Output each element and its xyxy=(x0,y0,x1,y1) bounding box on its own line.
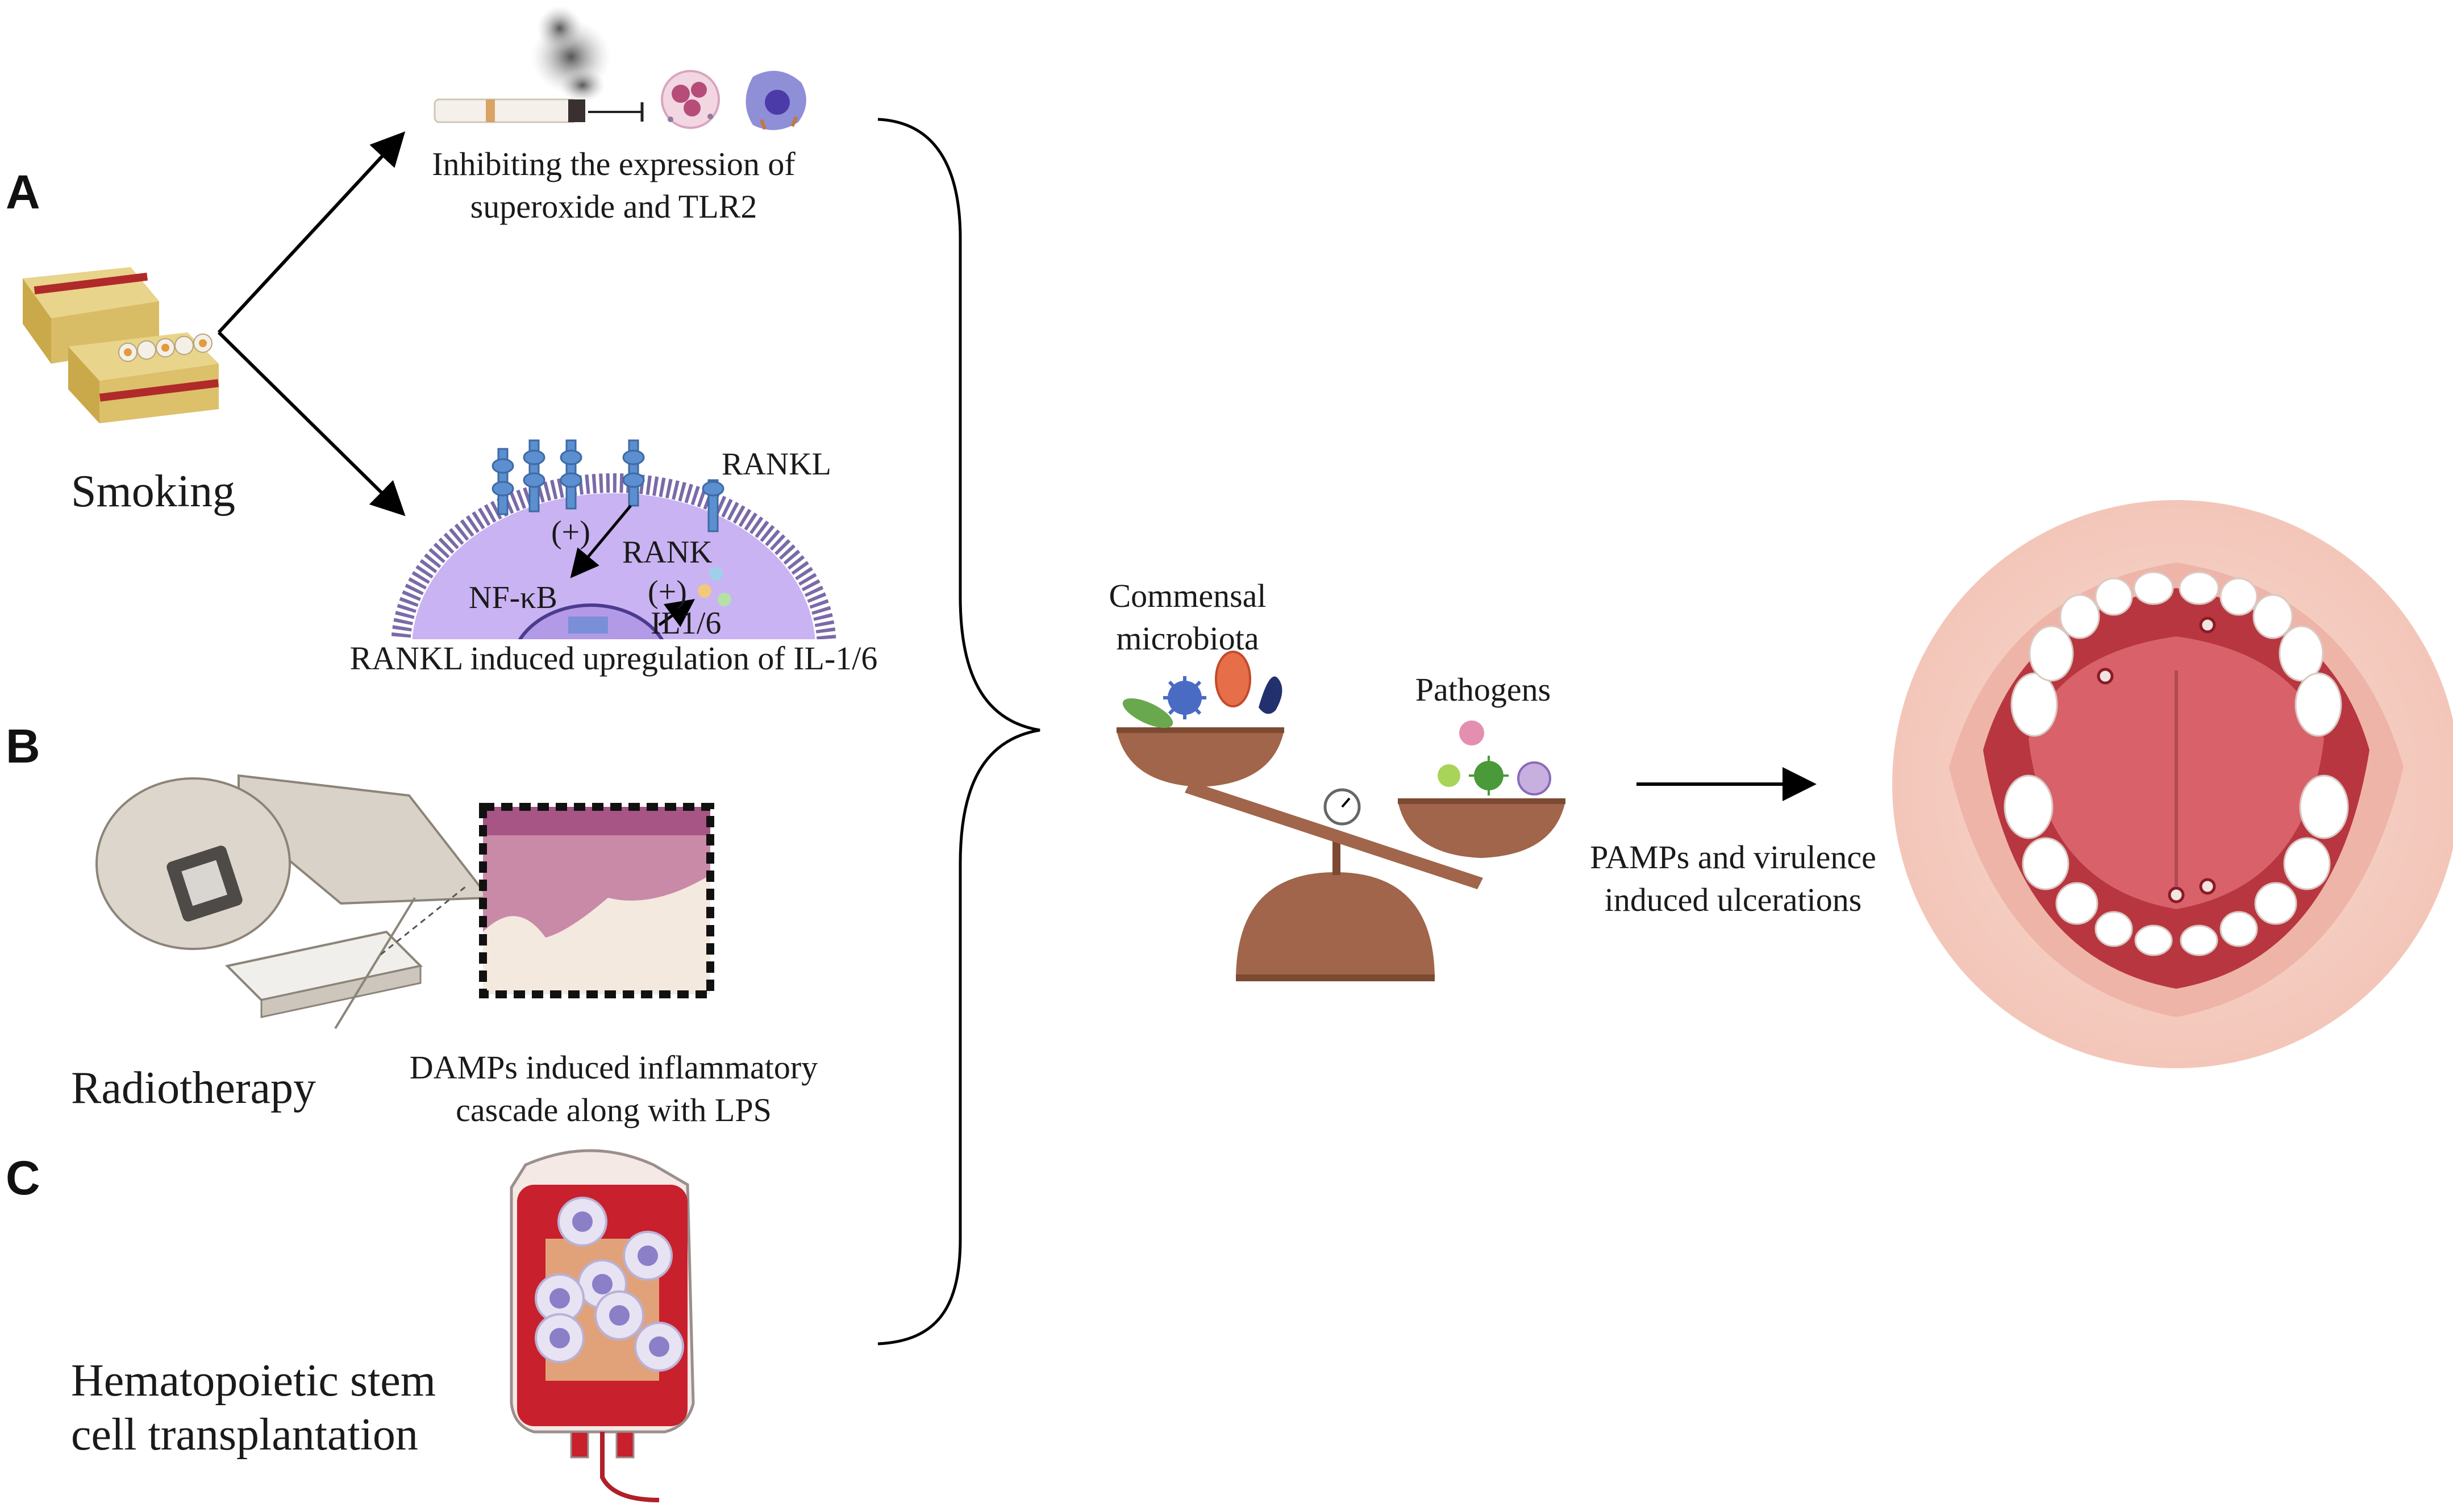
damps-line2: cascade along with LPS xyxy=(456,1092,772,1128)
neutrophil-icon xyxy=(661,70,720,129)
arrow-to-rankl xyxy=(217,331,406,517)
il16-label: IL1/6 xyxy=(651,606,722,641)
damps-line1: DAMPs induced inflammatory xyxy=(409,1049,818,1086)
rank-label: RANK xyxy=(622,535,713,570)
upper-teeth-icon xyxy=(2010,571,2342,737)
commensal-label-line1: Commensal xyxy=(1109,577,1267,614)
panel-label-c: C xyxy=(6,1151,40,1205)
rank-receptor-icon xyxy=(492,439,724,532)
panel-label-a: A xyxy=(6,165,40,219)
osteoclast-precursor-cell xyxy=(391,439,836,639)
immune-suppression-line2: superoxide and TLR2 xyxy=(470,188,757,225)
nfkb-label: NF-κB xyxy=(469,580,557,615)
rankl-caption: RANKL induced upregulation of IL-1/6 xyxy=(349,640,878,677)
pathogen-icons xyxy=(1438,720,1551,795)
commensal-label-line2: microbiota xyxy=(1116,620,1259,657)
hsct-label-line1: Hematopoietic stem xyxy=(71,1356,436,1406)
oral-ulceration-mouth-icon xyxy=(1892,500,2453,1068)
cigarette-icon xyxy=(434,6,644,123)
hsct-label-line2: cell transplantation xyxy=(71,1410,418,1460)
tissue-histology-icon xyxy=(479,803,714,998)
pamps-line1: PAMPs and virulence xyxy=(1590,839,1876,876)
commensal-microbe-icons xyxy=(1122,651,1282,728)
grouping-brace xyxy=(877,118,1040,1346)
microbial-balance-scale xyxy=(1117,727,1565,981)
immune-suppression-line1: Inhibiting the expression of xyxy=(432,145,796,182)
smoking-label: Smoking xyxy=(71,466,235,517)
radiotherapy-label: Radiotherapy xyxy=(71,1063,316,1113)
panel-label-b: B xyxy=(6,719,40,773)
blood-bag-icon xyxy=(510,1149,695,1502)
cigarette-pack-icon xyxy=(23,267,219,423)
plus-sign-2: (+) xyxy=(648,574,687,610)
arrow-to-immune xyxy=(217,131,406,334)
ulcer-lesion-icons xyxy=(2097,617,2216,903)
macrophage-icon xyxy=(746,70,806,130)
radiotherapy-machine-icon xyxy=(95,774,491,1030)
lower-teeth-icon xyxy=(2004,774,2349,956)
rankl-label: RANKL xyxy=(722,447,831,482)
plus-sign-1: (+) xyxy=(551,515,590,550)
pathogens-label: Pathogens xyxy=(1415,671,1551,708)
pamps-line2: induced ulcerations xyxy=(1604,881,1862,918)
